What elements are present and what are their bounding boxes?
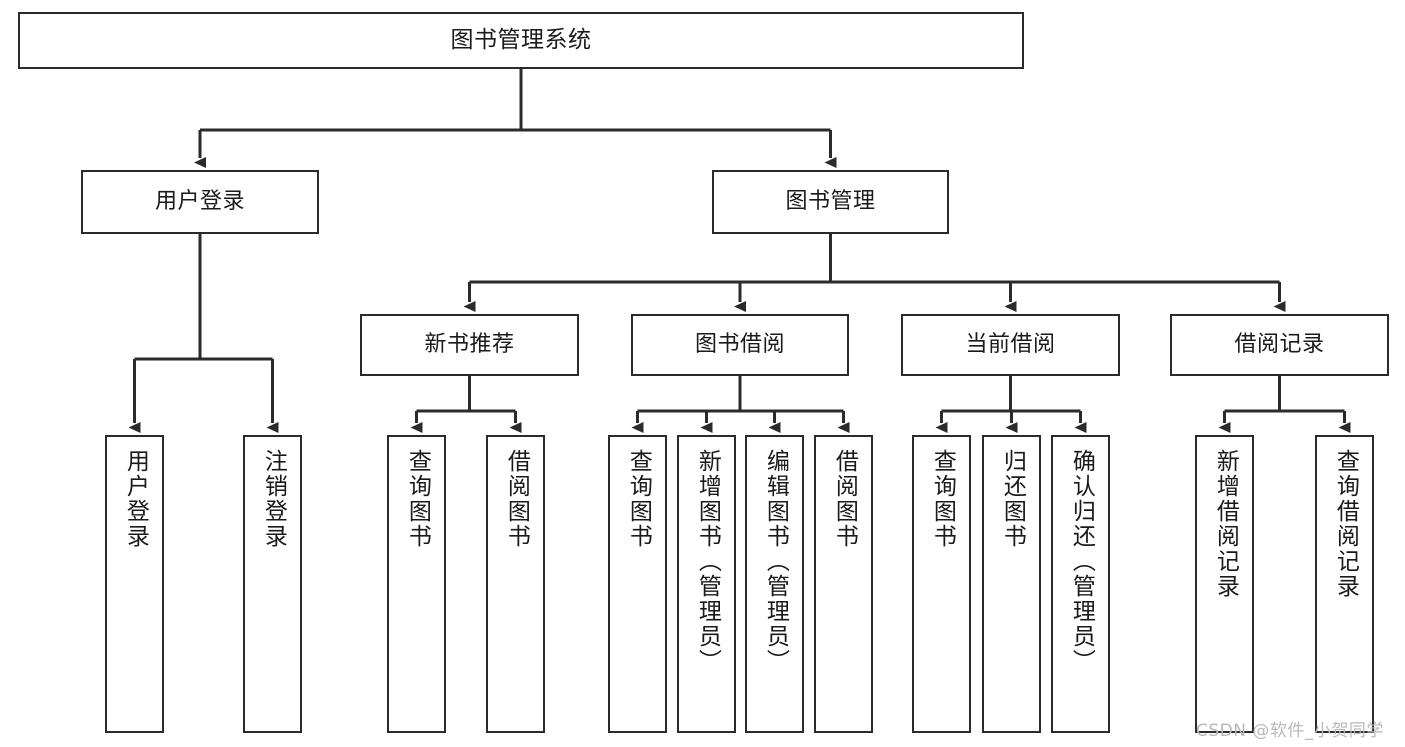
node-label: 查询图书 (404, 449, 431, 549)
node-label: 用户登录 (154, 189, 245, 215)
node-label: 借阅图书 (831, 449, 858, 549)
node-label: 借阅图书 (503, 449, 530, 549)
node-leaf-query-book-3[interactable]: 查询图书 (912, 435, 971, 733)
node-label: 查询借阅记录 (1332, 449, 1359, 599)
node-leaf-borrow-book-1[interactable]: 借阅图书 (486, 435, 545, 733)
node-root[interactable]: 图书管理系统 (18, 12, 1024, 69)
node-label: 新增图书（管理员） (694, 449, 721, 674)
node-leaf-query-book-1[interactable]: 查询图书 (387, 435, 446, 733)
node-label: 编辑图书（管理员） (762, 449, 789, 674)
csdn-watermark: CSDN @软件_小贺同学 (1196, 721, 1384, 741)
node-label: 注销登录 (260, 449, 287, 549)
node-label: 确认归还（管理员） (1068, 449, 1095, 674)
node-label: 图书管理 (785, 189, 876, 215)
node-label: 查询图书 (929, 449, 956, 549)
node-records[interactable]: 借阅记录 (1170, 314, 1389, 376)
node-leaf-edit-book[interactable]: 编辑图书（管理员） (745, 435, 804, 733)
node-login[interactable]: 用户登录 (81, 170, 319, 234)
node-label: 借阅记录 (1234, 332, 1325, 358)
node-leaf-return-book[interactable]: 归还图书 (982, 435, 1041, 733)
node-leaf-add-record[interactable]: 新增借阅记录 (1195, 435, 1254, 733)
node-label: 用户登录 (122, 449, 149, 549)
node-leaf-user-login[interactable]: 用户登录 (105, 435, 164, 733)
node-label: 图书借阅 (694, 332, 785, 358)
node-leaf-query-record[interactable]: 查询借阅记录 (1315, 435, 1374, 733)
node-current[interactable]: 当前借阅 (901, 314, 1120, 376)
node-leaf-logout[interactable]: 注销登录 (243, 435, 302, 733)
node-label: 归还图书 (999, 449, 1026, 549)
node-newbook[interactable]: 新书推荐 (360, 314, 579, 376)
node-label: 查询图书 (625, 449, 652, 549)
node-leaf-confirm[interactable]: 确认归还（管理员） (1051, 435, 1110, 733)
node-bookmgmt[interactable]: 图书管理 (712, 170, 949, 234)
node-leaf-query-book-2[interactable]: 查询图书 (608, 435, 667, 733)
node-label: 新增借阅记录 (1212, 449, 1239, 599)
node-borrow[interactable]: 图书借阅 (631, 314, 849, 376)
node-label: 图书管理系统 (450, 27, 592, 54)
node-label: 当前借阅 (965, 332, 1056, 358)
node-leaf-borrow-book-2[interactable]: 借阅图书 (814, 435, 873, 733)
node-label: 新书推荐 (424, 332, 515, 358)
node-leaf-add-book[interactable]: 新增图书（管理员） (677, 435, 736, 733)
